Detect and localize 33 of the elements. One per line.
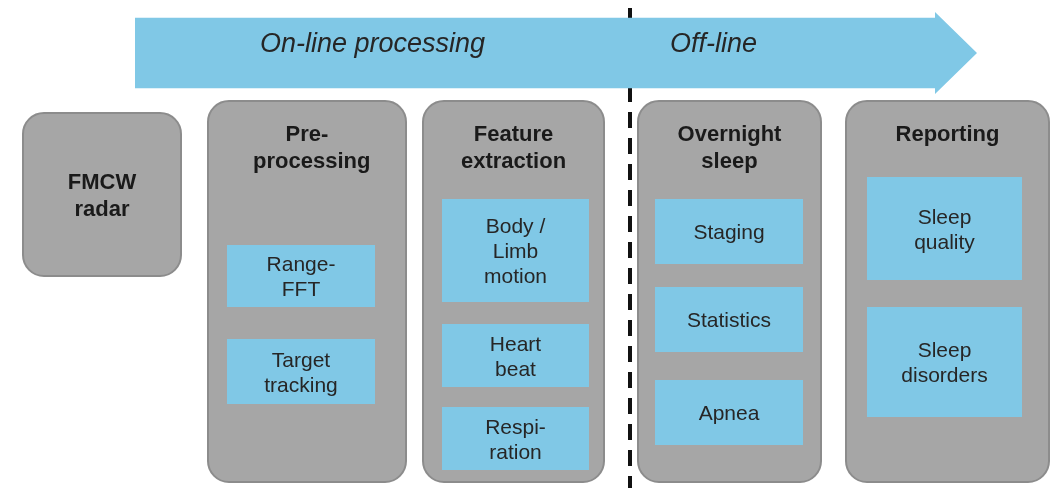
step-box — [867, 177, 1022, 280]
step-box — [655, 287, 803, 352]
step-box — [227, 339, 375, 404]
step-box — [655, 380, 803, 445]
step-label: Sleep quality — [913, 203, 976, 254]
step-box — [867, 307, 1022, 417]
step-label: Statistics — [686, 307, 772, 332]
stage-box — [845, 100, 1050, 483]
stage-box — [22, 112, 182, 277]
stage-label: On-line processing — [260, 28, 486, 59]
step-label: Heart beat — [488, 330, 543, 381]
step-label: Respi- ration — [484, 413, 547, 464]
step-label: Body / Limb motion — [483, 213, 548, 288]
box-title: FMCW radar — [66, 167, 138, 222]
stage-box — [207, 100, 407, 483]
step-box — [442, 407, 589, 470]
step-label: Staging — [692, 219, 766, 244]
box-title: Reporting — [894, 120, 1001, 147]
step-label: Target tracking — [263, 346, 339, 397]
step-label: Sleep disorders — [900, 337, 989, 387]
stage-label: Off-line — [670, 28, 758, 59]
box-title: Overnight sleep — [676, 120, 783, 174]
step-label: Apnea — [697, 400, 761, 425]
box-title: Pre- processing — [252, 120, 372, 174]
step-label: Range- FFT — [265, 251, 337, 301]
box-title: Feature extraction — [459, 120, 568, 174]
step-box — [227, 245, 375, 307]
process-arrow — [135, 12, 977, 94]
step-box — [655, 199, 803, 264]
stage-box — [422, 100, 605, 483]
stage-box — [637, 100, 822, 483]
step-box — [442, 199, 589, 302]
step-box — [442, 324, 589, 387]
